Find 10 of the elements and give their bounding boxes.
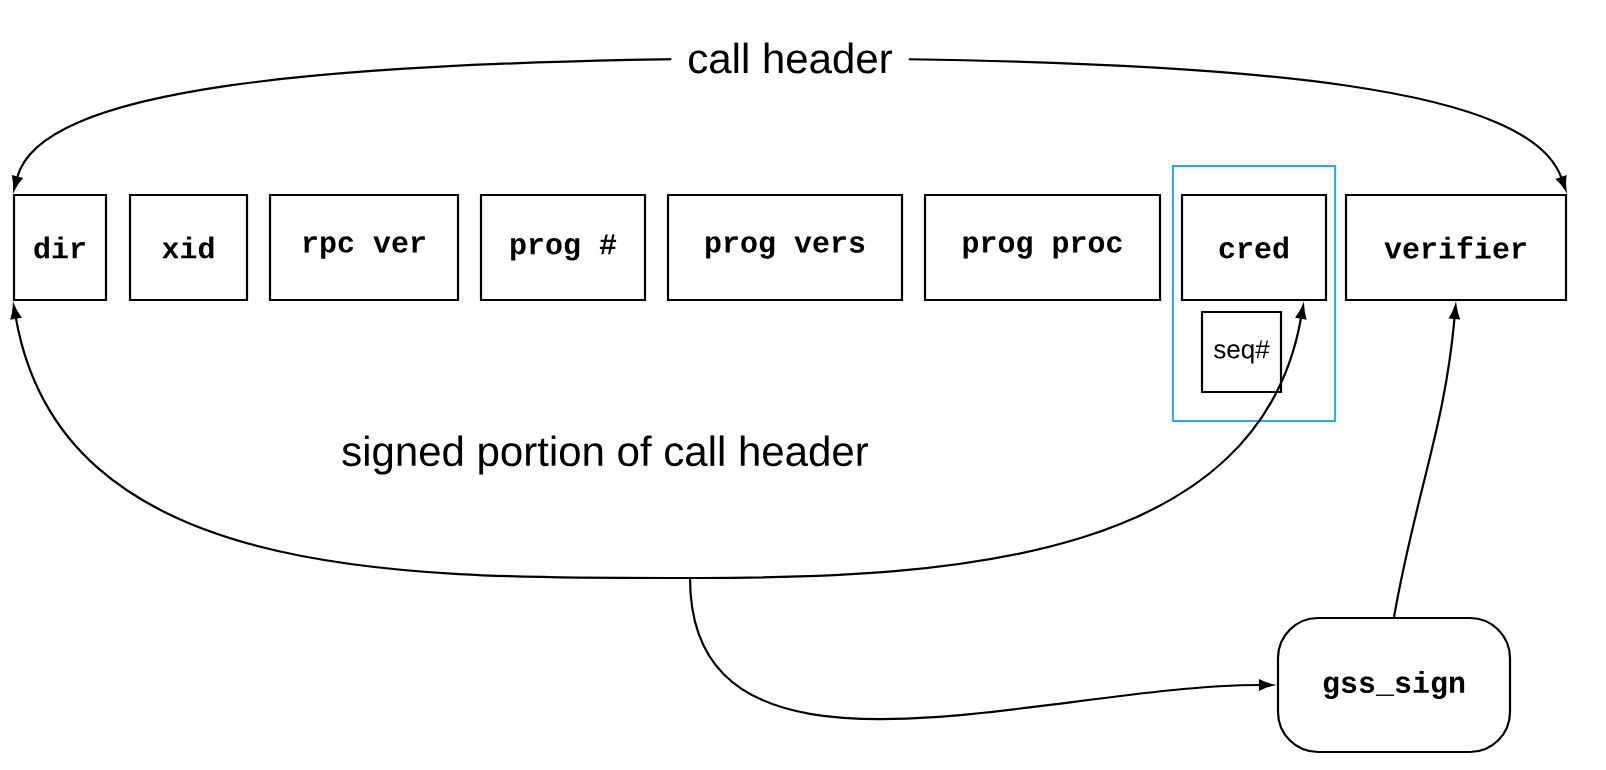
field-box: xid	[128, 193, 249, 302]
field-box: cred	[1180, 193, 1328, 302]
field-box: rpc ver	[268, 193, 460, 302]
field-box: dir	[12, 193, 108, 302]
field-box: prog #	[479, 193, 647, 302]
field-box: prog proc	[923, 193, 1162, 302]
process-box: gss_sign	[1276, 616, 1512, 754]
edge-label: call header	[671, 38, 909, 78]
field-box: verifier	[1344, 193, 1568, 302]
field-box: prog vers	[666, 193, 904, 302]
